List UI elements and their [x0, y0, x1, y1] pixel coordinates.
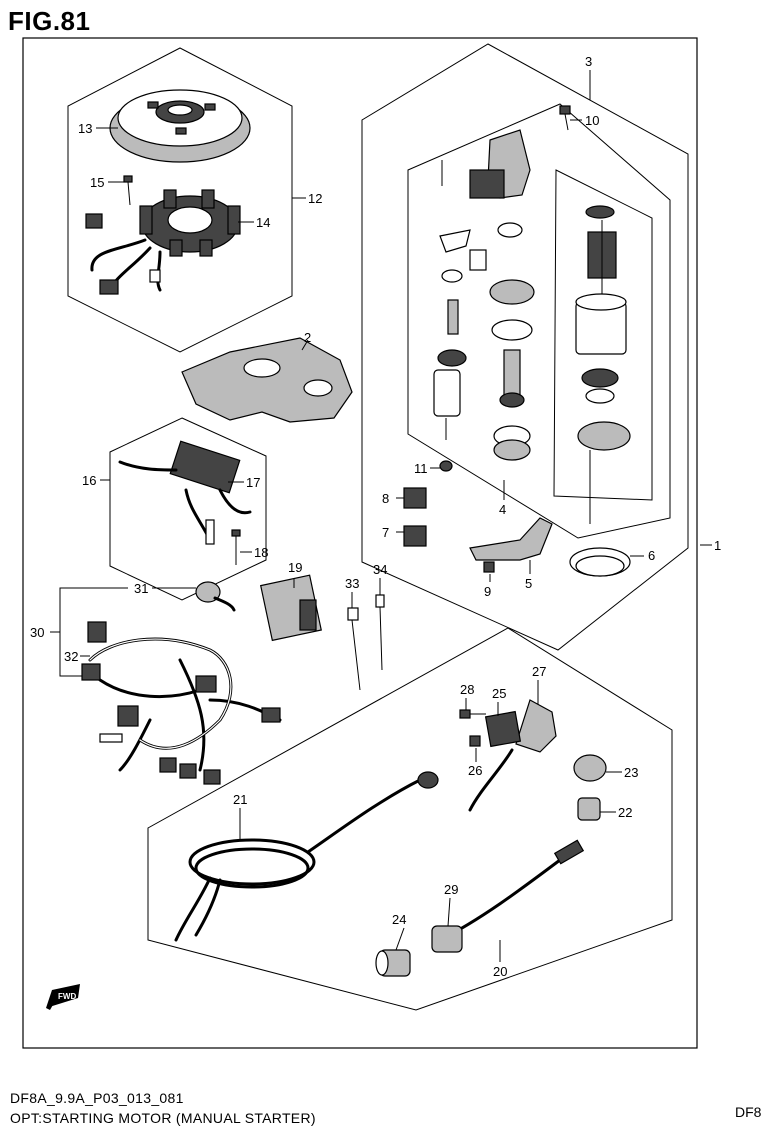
svg-text:FWD: FWD: [58, 992, 76, 1001]
callout-16: 16: [82, 473, 96, 488]
figure-code: DF8A_9.9A_P03_013_081: [10, 1090, 184, 1106]
callout-29: 29: [444, 882, 458, 897]
grommet-23-part: [573, 754, 607, 782]
bolt-10-part: [559, 105, 571, 131]
callout-28: 28: [460, 682, 474, 697]
callout-17: 17: [246, 475, 260, 490]
switch-wire: [468, 748, 514, 812]
group-box-1: [361, 43, 689, 651]
callout-26: 26: [468, 763, 482, 778]
cable-20-part: [438, 839, 585, 942]
group-box-3: [407, 103, 671, 539]
outer-frame: [22, 37, 698, 1049]
bolt-18-part: [231, 529, 241, 565]
callout-9: 9: [484, 584, 491, 599]
callout-24: 24: [392, 912, 406, 927]
bracket-5-part: [469, 517, 553, 561]
callout-3: 3: [585, 54, 592, 69]
callout-labels: 1 2 3 4 5 6 7 8 9 10 11 12 13 14 15 16 1…: [30, 54, 721, 979]
stator-part: [139, 189, 241, 257]
callout-4: 4: [499, 502, 506, 517]
harness-30-part: [81, 621, 282, 785]
callout-2: 2: [304, 330, 311, 345]
flywheel-part: [109, 89, 251, 163]
bolt-9-part: [483, 561, 495, 573]
callout-10: 10: [585, 113, 599, 128]
keyswitch-24-part: [375, 949, 411, 977]
callout-33: 33: [345, 576, 359, 591]
callout-32: 32: [64, 649, 78, 664]
bracket-27-part: [515, 699, 557, 753]
callout-30: 30: [30, 625, 44, 640]
cable-21-part: [174, 771, 439, 942]
band-6-part: [569, 547, 631, 577]
callout-14: 14: [256, 215, 270, 230]
bolt-15-part: [123, 175, 133, 206]
plunger-part: [433, 160, 471, 440]
relay-7-part: [403, 525, 427, 547]
solenoid-part: [469, 129, 535, 461]
callout-23: 23: [624, 765, 638, 780]
callout-8: 8: [382, 491, 389, 506]
clip-26-part: [469, 735, 481, 747]
relay-module-19-part: [259, 574, 322, 642]
screw-28-part: [459, 709, 486, 719]
leader-lines: [50, 70, 712, 962]
callout-20: 20: [493, 964, 507, 979]
grommet-29-part: [431, 925, 463, 953]
callout-22: 22: [618, 805, 632, 820]
callout-12: 12: [308, 191, 322, 206]
group-box-20: [147, 627, 673, 1011]
callout-27: 27: [532, 664, 546, 679]
figure-title: FIG.81: [8, 6, 91, 36]
armature-part: [575, 205, 631, 524]
fwd-arrow-icon: FWD: [46, 984, 80, 1010]
callout-5: 5: [525, 576, 532, 591]
callout-21: 21: [233, 792, 247, 807]
switch-25-part: [484, 710, 522, 748]
figure-description: OPT:STARTING MOTOR (MANUAL STARTER): [10, 1110, 316, 1126]
bracket-2-part: [181, 337, 353, 423]
unit-17-part: [118, 440, 252, 545]
group-box-16: [109, 417, 267, 601]
callout-1: 1: [714, 538, 721, 553]
callout-34: 34: [373, 562, 387, 577]
relay-8-part: [403, 487, 427, 509]
callout-6: 6: [648, 548, 655, 563]
cable-tie-33-part: [347, 607, 361, 691]
callout-31: 31: [134, 581, 148, 596]
group-box-12: [67, 47, 293, 353]
callout-11: 11: [414, 461, 428, 476]
callout-15: 15: [90, 175, 104, 190]
cable-tie-34-part: [375, 594, 385, 671]
figure-right-fragment: DF8: [735, 1104, 762, 1120]
callout-7: 7: [382, 525, 389, 540]
plate-22-part: [577, 797, 601, 821]
callout-18: 18: [254, 545, 268, 560]
parts-diagram: FWD: [22, 37, 721, 1049]
callout-13: 13: [78, 121, 92, 136]
group-box-4: [553, 169, 653, 501]
grommet-31-part: [195, 581, 236, 612]
nut-11-part: [439, 460, 453, 472]
callout-25: 25: [492, 686, 506, 701]
callout-19: 19: [288, 560, 302, 575]
